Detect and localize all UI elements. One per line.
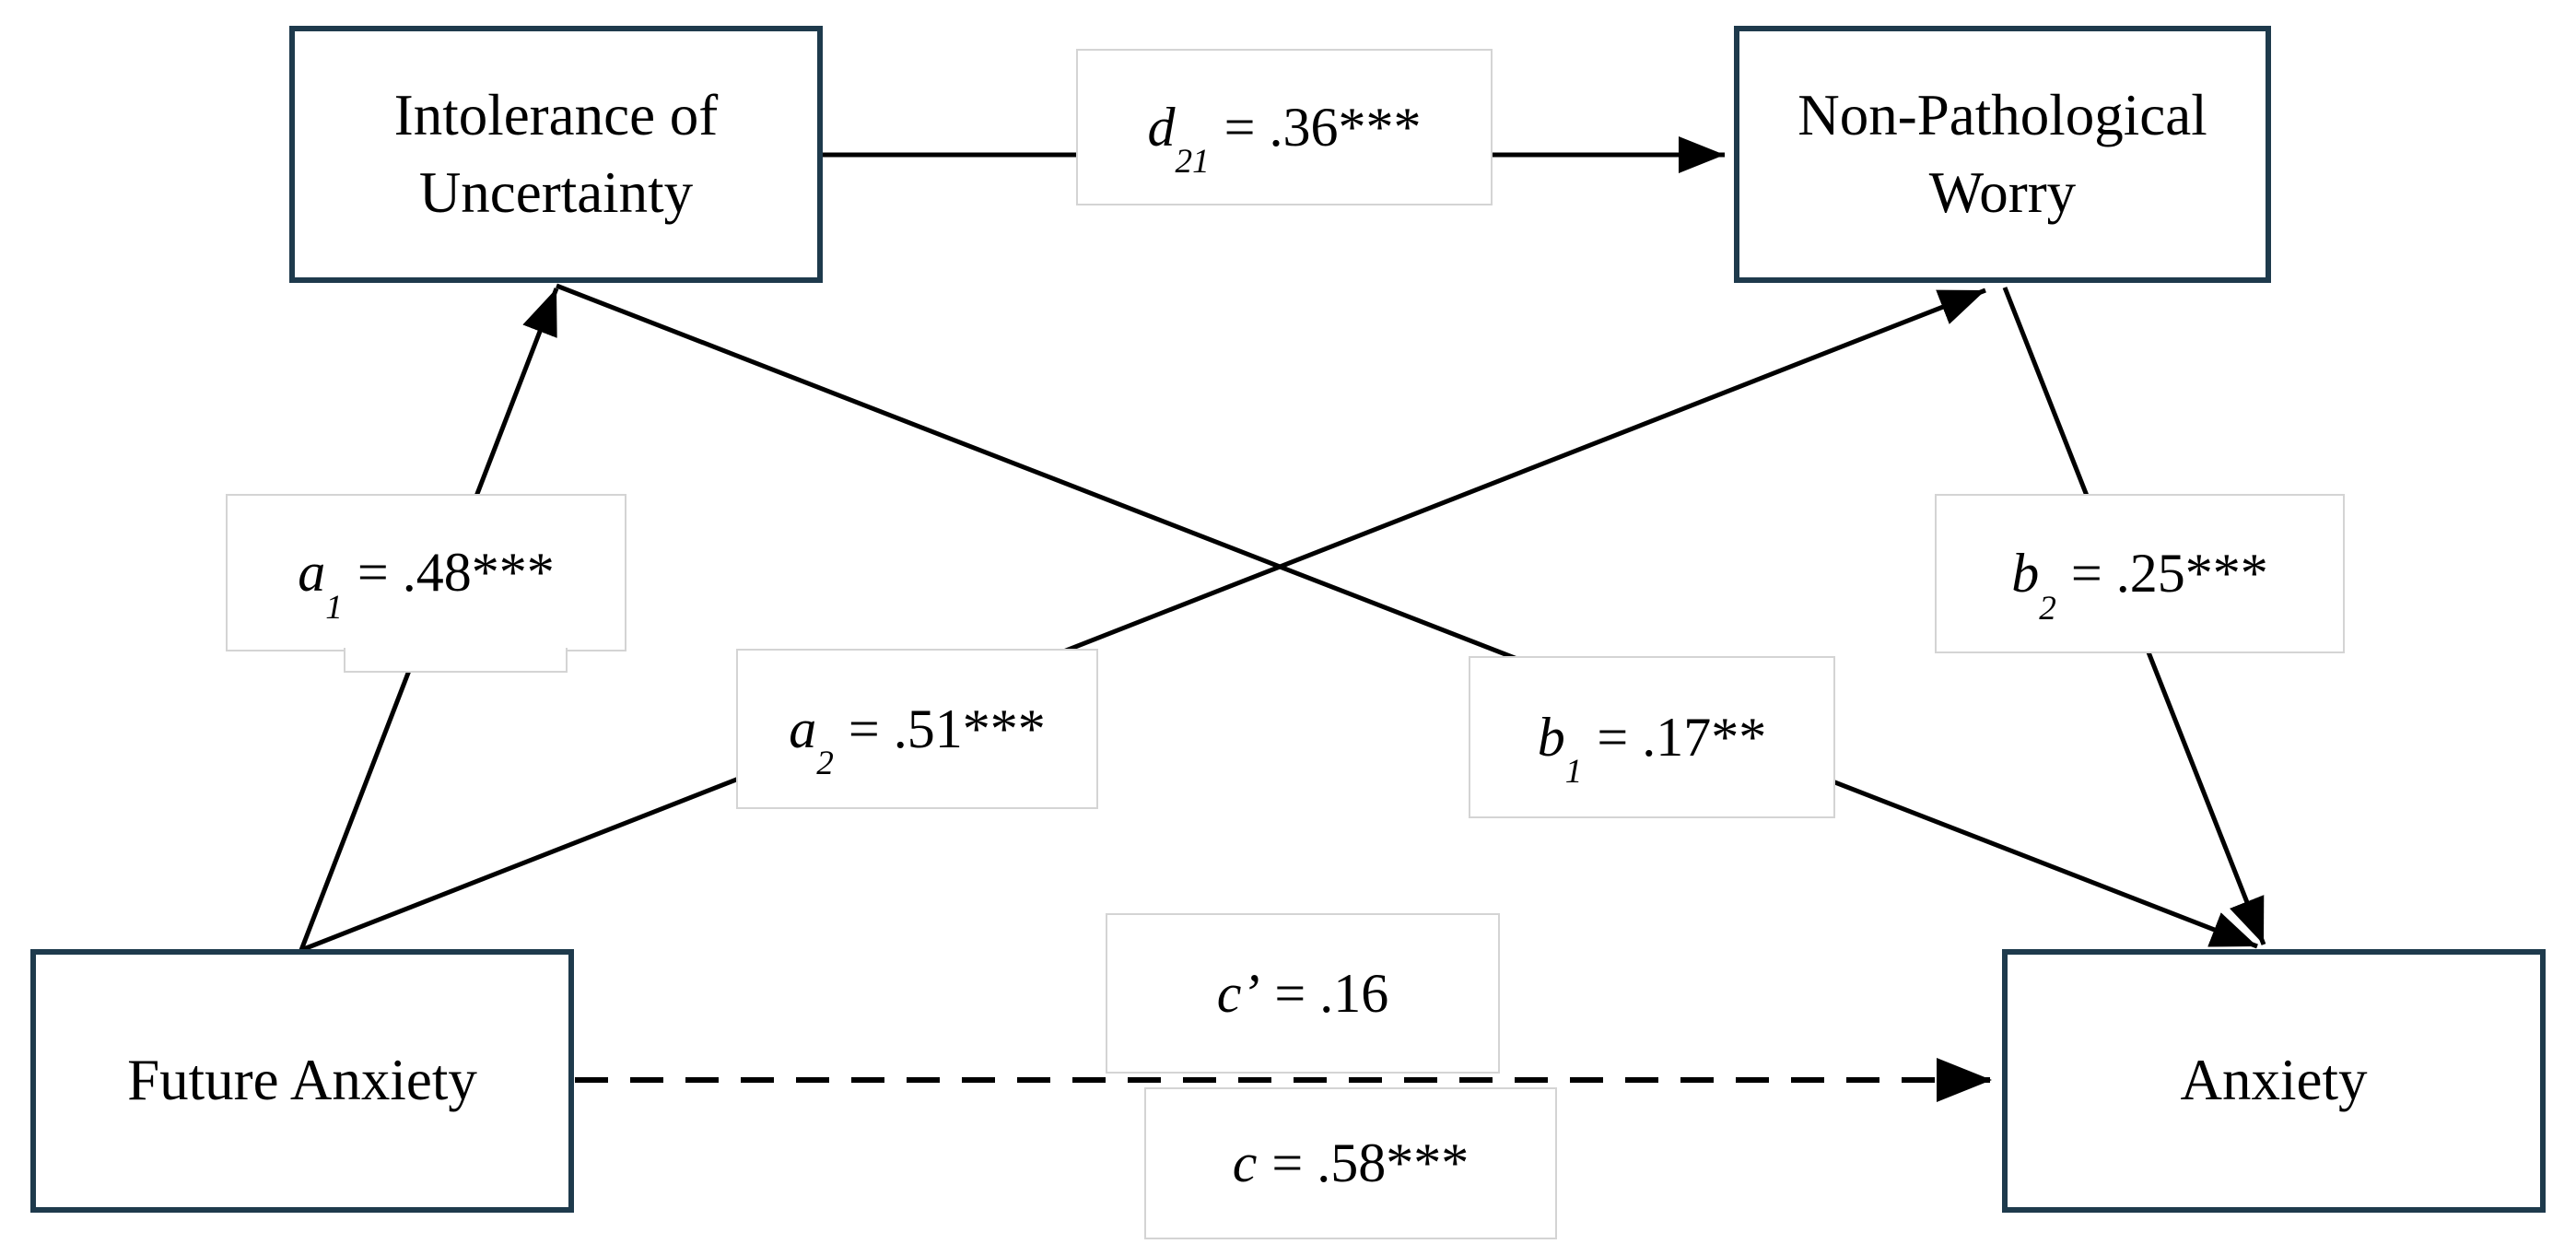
coefficient-value: = .16 [1274, 962, 1389, 1024]
coefficient-symbol: b [2011, 543, 2040, 604]
coefficient-subscript: 1 [325, 588, 343, 627]
arrow-b1-iu-to-anx [556, 283, 2258, 949]
node-label: Future Anxiety [127, 1048, 477, 1113]
coefficient-subscript: 1 [1564, 753, 1583, 792]
coefficient-subscript: 2 [816, 745, 834, 783]
node-label: Intolerance of Uncertainty [393, 83, 719, 225]
coefficient-value: = .48*** [357, 542, 555, 603]
node-intolerance-of-uncertainty: Intolerance of Uncertainty [289, 26, 823, 283]
path-label-d21: d21 = .36*** [1076, 49, 1493, 205]
arrow-a2-fa-to-npw [300, 288, 1986, 953]
coefficient-subscript: 2 [2039, 589, 2056, 628]
node-anxiety: Anxiety [2002, 949, 2546, 1213]
coefficient-symbol: a [298, 542, 326, 603]
path-label-c-prime: c’= .16 [1106, 913, 1500, 1074]
coefficient-symbol: a [789, 698, 817, 759]
node-future-anxiety: Future Anxiety [30, 949, 574, 1213]
path-label-a1-ghost-box [344, 648, 568, 673]
path-label-b2: b2 = .25*** [1935, 494, 2345, 653]
coefficient-subscript: 21 [1175, 143, 1210, 182]
coefficient-symbol: d [1147, 96, 1176, 158]
coefficient-symbol: b [1537, 706, 1565, 768]
coefficient-symbol: c’ [1216, 962, 1260, 1024]
node-non-pathological-worry: Non-Pathological Worry [1734, 26, 2271, 283]
path-label-a1: a1 = .48*** [226, 494, 626, 651]
path-label-a2: a2 = .51*** [736, 649, 1098, 809]
coefficient-value: = .51*** [848, 698, 1046, 759]
coefficient-symbol: c [1232, 1133, 1258, 1193]
node-label: Non-Pathological Worry [1797, 83, 2207, 225]
path-label-b1: b1 = .17** [1469, 656, 1835, 818]
coefficient-value: = .25*** [2070, 543, 2268, 604]
node-label: Anxiety [2180, 1048, 2368, 1113]
path-label-c: c= .58*** [1144, 1087, 1557, 1239]
coefficient-value: = .58*** [1271, 1133, 1469, 1193]
coefficient-value: = .17** [1597, 706, 1767, 768]
coefficient-value: = .36*** [1224, 96, 1422, 158]
